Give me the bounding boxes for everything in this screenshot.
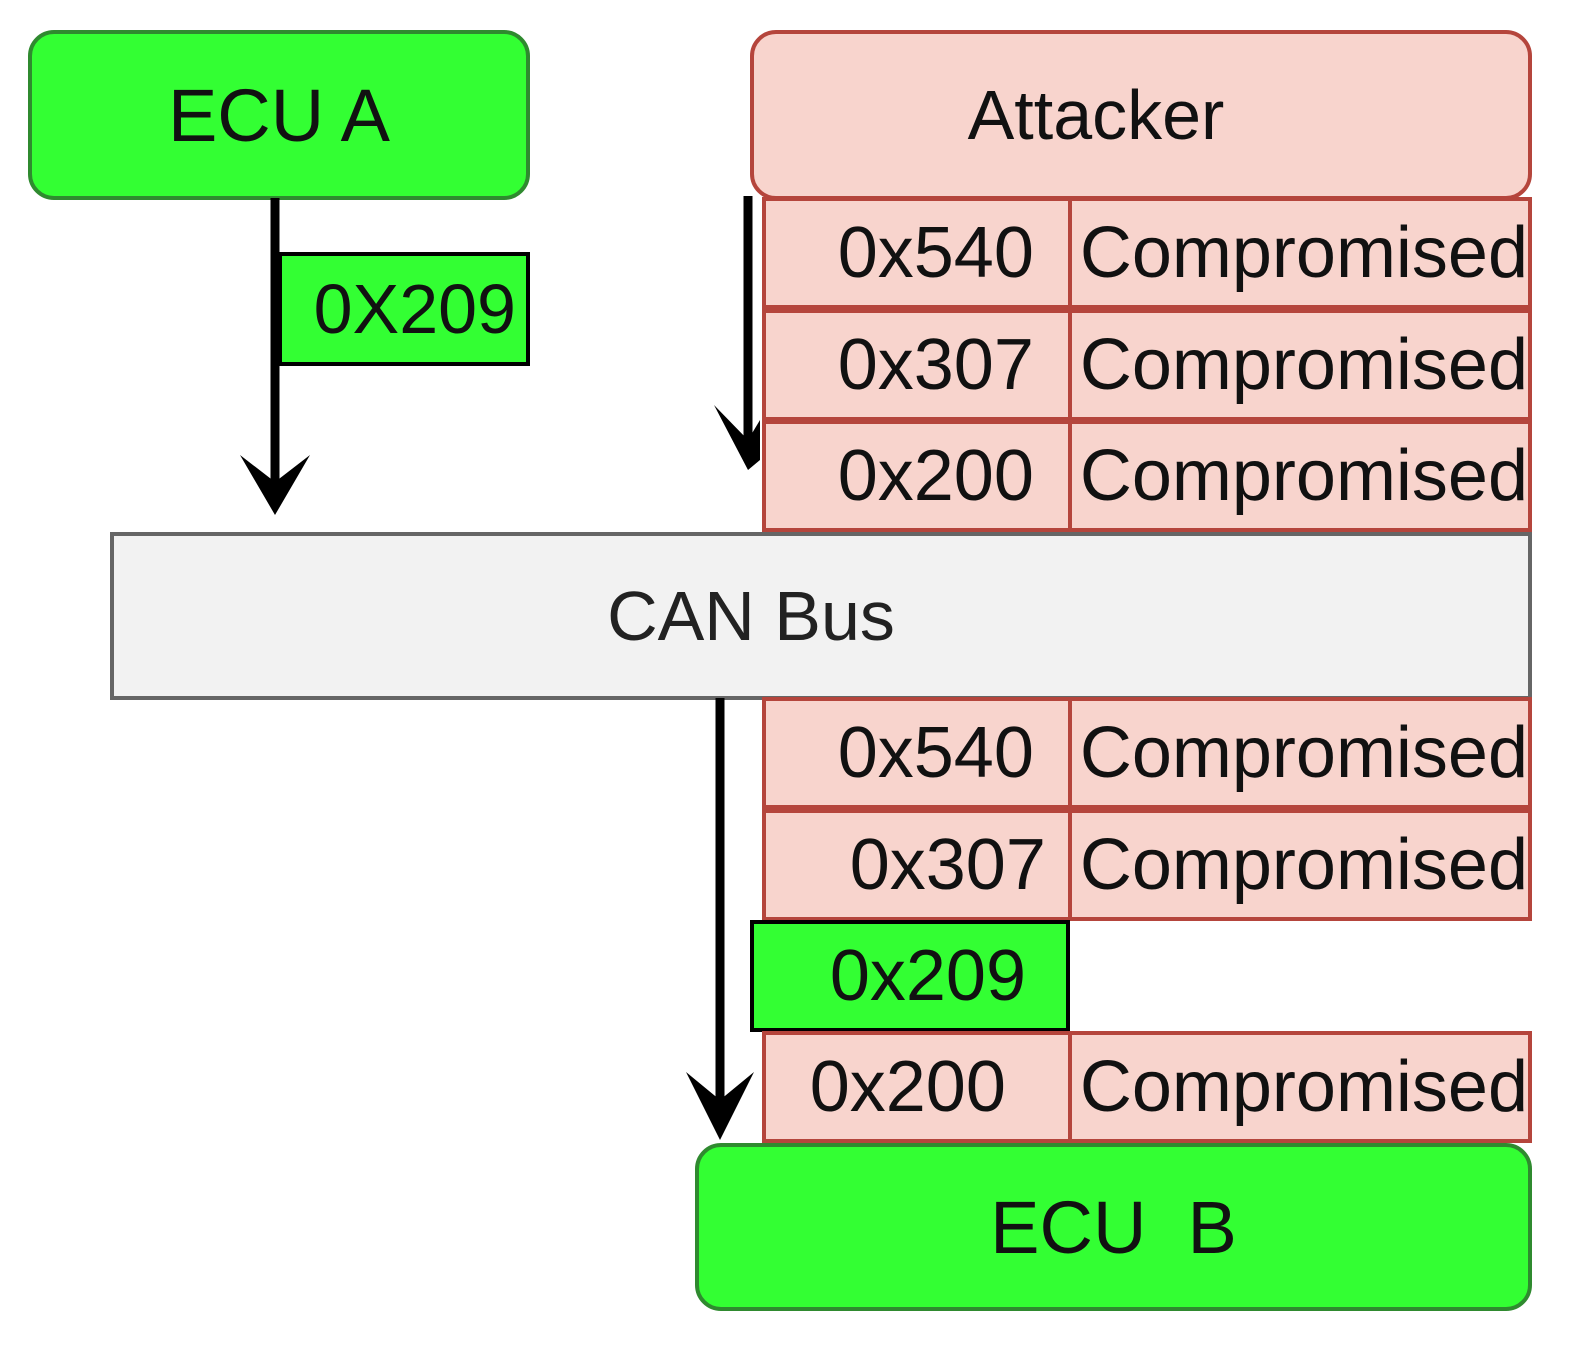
message-status: Compromised (1079, 713, 1528, 793)
message-id: 0x200 (766, 1035, 1072, 1139)
message-status: Compromised (1079, 1047, 1528, 1127)
arrow-bus-to-ecu-b (686, 698, 754, 1140)
message-status: Compromised (1079, 325, 1528, 405)
message-id: 0x540 (766, 201, 1072, 305)
attacker-label: Attacker (967, 76, 1225, 154)
arrow-attacker-to-bus (714, 196, 760, 470)
can-bus: CAN Bus (110, 532, 1532, 700)
message-id: 0x540 (766, 701, 1072, 805)
message-id: 0x307 (766, 813, 1072, 917)
message-status: Compromised (1079, 436, 1528, 516)
arrow-ecu-a-to-bus (240, 198, 310, 515)
ecu-b-node: ECU B (695, 1143, 1532, 1311)
attacker-node: Attacker (750, 30, 1532, 200)
attacker-row: 0x200 Compromised (762, 420, 1532, 532)
ecu-b-label: ECU B (990, 1185, 1237, 1269)
message-status: Compromised (1079, 825, 1528, 905)
ecu-a-message-id: 0X209 (313, 270, 516, 348)
message-id: 0x209 (829, 936, 1026, 1016)
bus-output-row: 0x307 Compromised (762, 809, 1532, 921)
message-id: 0x200 (766, 424, 1072, 528)
attacker-row: 0x307 Compromised (762, 309, 1532, 421)
bus-output-row: 0x540 Compromised (762, 697, 1532, 809)
ecu-a-message: 0X209 (278, 252, 530, 366)
bus-output-row: 0x200 Compromised (762, 1031, 1532, 1143)
ecu-a-label: ECU A (167, 73, 391, 157)
message-id: 0x307 (766, 313, 1072, 417)
attacker-row: 0x540 Compromised (762, 197, 1532, 309)
message-status: Compromised (1079, 213, 1528, 293)
bus-output-legit-message: 0x209 (750, 920, 1070, 1032)
ecu-a-node: ECU A (28, 30, 530, 200)
can-bus-label: CAN Bus (607, 577, 895, 655)
